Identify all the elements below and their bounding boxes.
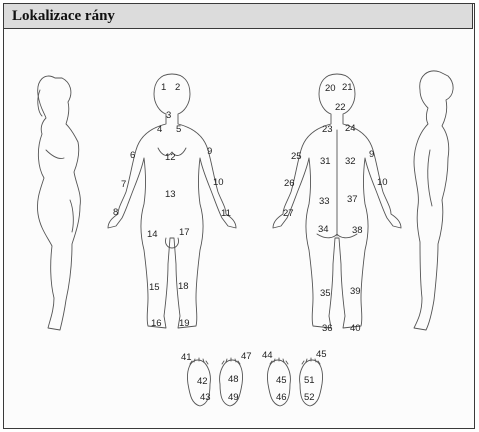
zone-7-label: 7 [121, 179, 126, 190]
zone-17-label: 17 [179, 227, 190, 238]
zone-19-label: 19 [179, 318, 190, 329]
figure-side-right [414, 71, 453, 330]
zone-20-label: 20 [325, 83, 336, 94]
zone-47-label: 47 [241, 351, 252, 362]
zone-1-label: 1 [161, 82, 166, 93]
zone-14-label: 14 [147, 229, 158, 240]
zone-15-label: 15 [149, 282, 160, 293]
zone-5-label: 5 [176, 124, 181, 135]
zone-40-label: 40 [350, 323, 361, 334]
zone-8-label: 8 [113, 207, 118, 218]
zone-6-label: 6 [130, 150, 135, 161]
zone-45-top-label: 45 [316, 349, 327, 360]
zone-49-label: 49 [228, 392, 239, 403]
zone-35-label: 35 [320, 288, 331, 299]
zone-33-label: 33 [319, 196, 330, 207]
zone-4-label: 4 [157, 124, 162, 135]
zone-51-label: 51 [304, 375, 315, 386]
zone-39-label: 39 [350, 286, 361, 297]
zone-2-label: 2 [175, 82, 180, 93]
zone-42-label: 42 [197, 376, 208, 387]
zone-9-label: 9 [207, 146, 212, 157]
zone-46-label: 46 [276, 392, 287, 403]
zone-52-label: 52 [304, 392, 315, 403]
zone-44-label: 44 [262, 350, 273, 361]
figure-front [108, 74, 236, 328]
zone-3-label: 3 [166, 110, 171, 121]
zone-22-label: 22 [335, 102, 346, 113]
zone-41-label: 41 [181, 352, 192, 363]
zone-43-label: 43 [200, 392, 211, 403]
zone-36-label: 36 [322, 323, 333, 334]
zone-27-label: 27 [283, 208, 294, 219]
zone-25-label: 25 [291, 151, 302, 162]
zone-38-label: 38 [352, 225, 363, 236]
zone-labels: 1 2 3 4 5 6 7 8 9 10 11 12 13 14 15 16 1… [113, 82, 388, 403]
zone-23-label: 23 [322, 124, 333, 135]
zone-21-label: 21 [342, 82, 353, 93]
zone-13-label: 13 [165, 189, 176, 200]
zone-11-label: 11 [221, 208, 231, 219]
zone-31-label: 31 [320, 156, 331, 167]
zone-10-label: 10 [213, 177, 224, 188]
figure-side-left [37, 76, 80, 330]
zone-24-label: 24 [345, 123, 356, 134]
zone-37-label: 37 [347, 194, 358, 205]
zone-18-label: 18 [178, 281, 189, 292]
zone-12-label: 12 [165, 152, 176, 163]
zone-34-label: 34 [318, 224, 329, 235]
zone-45-label: 45 [276, 375, 287, 386]
zone-32-label: 32 [345, 156, 356, 167]
zone-10-back-label: 10 [377, 177, 388, 188]
zone-9-back-label: 9 [369, 149, 374, 160]
zone-48-label: 48 [228, 374, 239, 385]
zone-16-label: 16 [151, 318, 162, 329]
zone-26-label: 26 [284, 178, 295, 189]
